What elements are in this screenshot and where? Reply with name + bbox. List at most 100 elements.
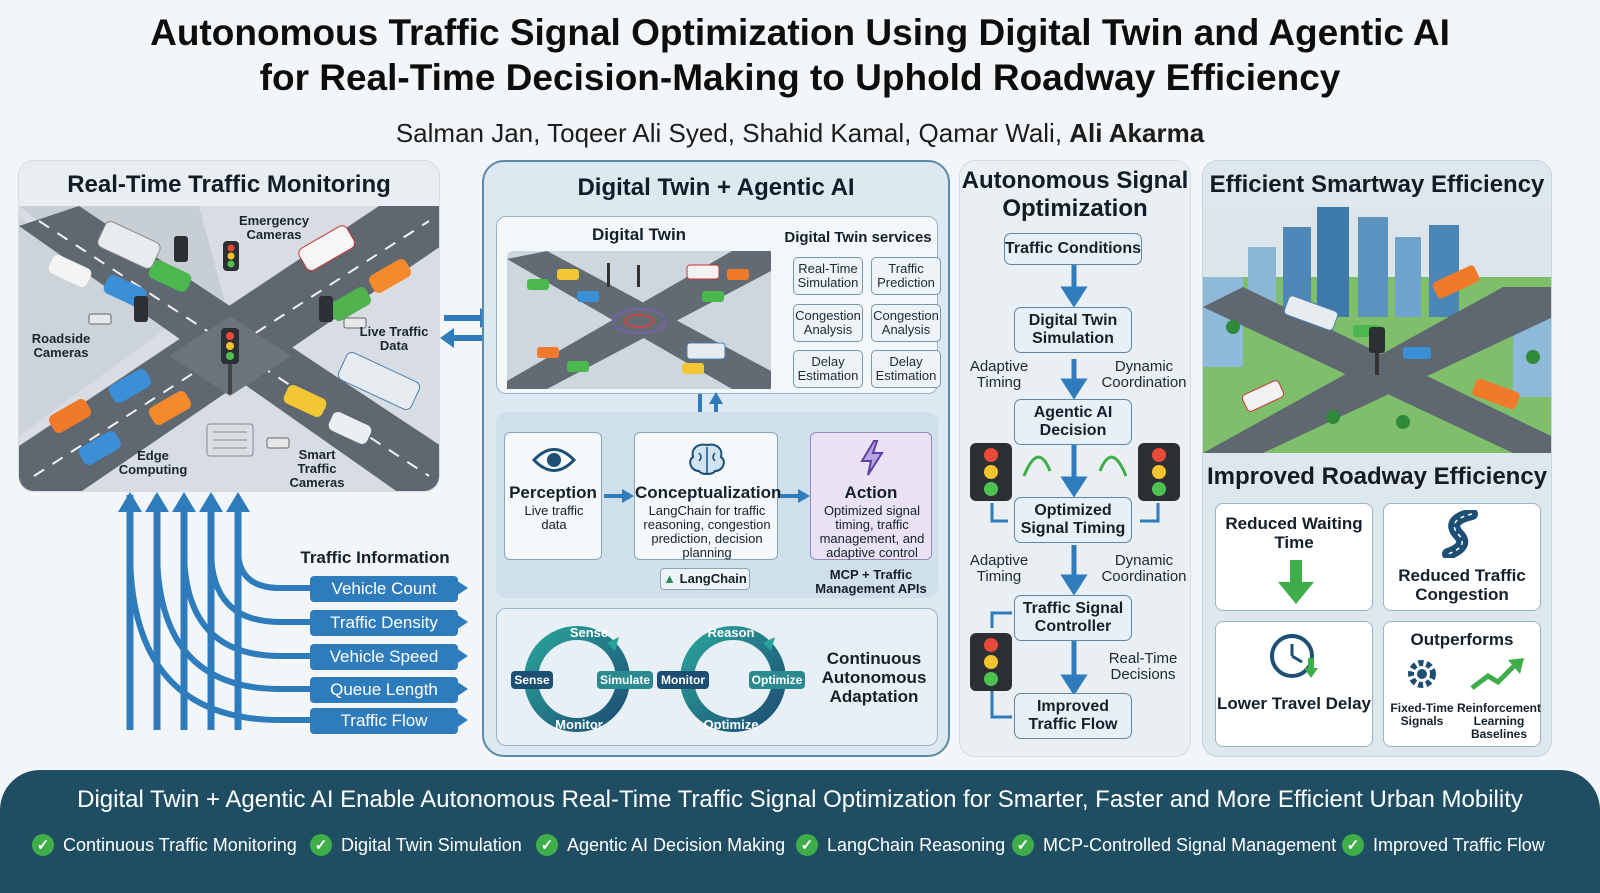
step-improved-traffic-flow: Improved Traffic Flow bbox=[1014, 693, 1132, 739]
banner-check-item: ✓Agentic AI Decision Making bbox=[536, 832, 785, 858]
step-optimized-signal-timing: Optimized Signal Timing bbox=[1014, 497, 1132, 543]
perception-title: Perception bbox=[509, 483, 597, 502]
title-line-1: Autonomous Traffic Signal Optimization U… bbox=[150, 12, 1450, 53]
step-agentic-ai-decision: Agentic AI Decision bbox=[1014, 399, 1132, 445]
langchain-badge: ▲ LangChain bbox=[660, 568, 750, 590]
gear-icon bbox=[1408, 660, 1436, 688]
arrow-right-icon bbox=[780, 489, 810, 503]
intersection-illustration bbox=[19, 206, 439, 491]
banner-check-item: ✓Digital Twin Simulation bbox=[310, 832, 522, 858]
step-traffic-conditions: Traffic Conditions bbox=[1004, 233, 1142, 265]
card-lower-delay-label: Lower Travel Delay bbox=[1216, 694, 1372, 713]
adaptation-box: Sense Sense Simulate Monitor Reason Moni… bbox=[496, 608, 938, 746]
conceptualization-title: Conceptualization bbox=[635, 483, 782, 502]
digital-twin-label: Digital Twin bbox=[591, 225, 687, 244]
card-reduced-waiting-label: Reduced Waiting Time bbox=[1225, 514, 1363, 552]
parrot-icon: ▲ bbox=[663, 571, 677, 586]
brain-icon bbox=[689, 443, 725, 475]
eye-icon bbox=[532, 448, 576, 472]
agent-loop-box: Perception Live traffic data Conceptuali… bbox=[496, 412, 938, 598]
fixed-time-label: Fixed-Time Signals bbox=[1390, 701, 1454, 728]
optimization-title: Autonomous Signal Optimization bbox=[961, 167, 1189, 222]
monitoring-panel: Real-Time Traffic Monitoring bbox=[18, 160, 440, 492]
label-adaptive-timing: Adaptive Timing bbox=[969, 358, 1029, 391]
trend-up-icon bbox=[1470, 658, 1524, 690]
card-reduced-waiting: Reduced Waiting Time bbox=[1215, 503, 1373, 611]
check-icon: ✓ bbox=[796, 834, 818, 856]
authors: Salman Jan, Toqeer Ali Syed, Shahid Kama… bbox=[395, 118, 1205, 148]
banner-headline: Digital Twin + Agentic AI Enable Autonom… bbox=[77, 786, 1523, 813]
service-item: Congestion Analysis bbox=[871, 304, 941, 342]
digital-twin-box: Digital Twin Digital Twin services Real-… bbox=[496, 216, 941, 394]
traffic-info-item: Vehicle Count bbox=[310, 576, 458, 602]
rl-baselines-label: Reinforcement Learning Baselines bbox=[1456, 701, 1542, 741]
cycle2-right: Optimize bbox=[749, 671, 805, 689]
label-live-traffic-data: Live Traffic Data bbox=[359, 324, 429, 353]
efficiency-panel: Efficient Smartway Efficiency Improved R… bbox=[1202, 160, 1552, 757]
card-reduced-congestion-label: Reduced Traffic Congestion bbox=[1398, 566, 1526, 604]
label-dynamic-coordination: Dynamic Coordination bbox=[1101, 552, 1187, 585]
label-edge-computing: Edge Computing bbox=[118, 448, 188, 477]
service-item: Delay Estimation bbox=[793, 350, 863, 388]
cycle1-right: Simulate bbox=[597, 671, 653, 689]
cycle2-bottom: Optimize bbox=[703, 717, 759, 732]
dt-title: Digital Twin + Agentic AI bbox=[577, 174, 855, 201]
label-dynamic-coordination: Dynamic Coordination bbox=[1101, 358, 1187, 391]
banner-check-item: ✓Continuous Traffic Monitoring bbox=[32, 832, 297, 858]
monitoring-title: Real-Time Traffic Monitoring bbox=[67, 171, 391, 198]
optimization-panel: Autonomous Signal Optimization Traffic C… bbox=[959, 160, 1191, 757]
optimization-flow-arrows bbox=[970, 265, 1180, 719]
check-icon: ✓ bbox=[536, 834, 558, 856]
traffic-info-arrows bbox=[118, 492, 468, 732]
cycle2-top: Reason bbox=[707, 625, 755, 640]
perception-desc: Live traffic data bbox=[524, 503, 584, 532]
conceptualization-card: Conceptualization LangChain for traffic … bbox=[634, 432, 782, 560]
services-title: Digital Twin services bbox=[784, 229, 932, 246]
efficiency-title: Efficient Smartway Efficiency bbox=[1209, 171, 1545, 198]
clock-icon bbox=[1270, 634, 1318, 678]
traffic-info-item: Traffic Flow bbox=[310, 708, 458, 734]
label-roadside-cameras: Roadside Cameras bbox=[31, 331, 91, 360]
label-real-time-decisions: Real-Time Decisions bbox=[1108, 650, 1178, 683]
digital-twin-map bbox=[507, 251, 771, 389]
banner-check-item: ✓Improved Traffic Flow bbox=[1342, 832, 1545, 858]
continuous-adaptation-label: Continuous Autonomous Adaptation bbox=[821, 649, 927, 706]
perception-card: Perception Live traffic data bbox=[504, 432, 602, 560]
conceptualization-desc: LangChain for traffic reasoning, congest… bbox=[643, 503, 771, 560]
check-icon: ✓ bbox=[32, 834, 54, 856]
card-reduced-congestion: Reduced Traffic Congestion bbox=[1383, 503, 1541, 611]
traffic-info-item: Queue Length bbox=[310, 677, 458, 703]
cycle2-left: Monitor bbox=[657, 671, 709, 689]
label-smart-traffic-cameras: Smart Traffic Cameras bbox=[289, 447, 345, 490]
cycle1-top: Sense bbox=[569, 625, 609, 640]
bottom-banner bbox=[0, 770, 1600, 893]
traffic-info-title: Traffic Information bbox=[300, 548, 450, 567]
card-outperforms-label: Outperforms bbox=[1410, 630, 1514, 649]
check-icon: ✓ bbox=[1342, 834, 1364, 856]
card-lower-delay: Lower Travel Delay bbox=[1215, 621, 1373, 747]
step-traffic-signal-controller: Traffic Signal Controller bbox=[1014, 595, 1132, 641]
banner-check-item: ✓LangChain Reasoning bbox=[796, 832, 1005, 858]
card-outperforms: Outperforms Fixed-Time Signals Reinforce… bbox=[1383, 621, 1541, 747]
label-emergency-cameras: Emergency Cameras bbox=[238, 213, 310, 242]
banner-check-item: ✓MCP-Controlled Signal Management bbox=[1012, 832, 1336, 858]
lightning-icon bbox=[860, 440, 884, 476]
langchain-label: LangChain bbox=[679, 571, 747, 586]
arrow-down-icon bbox=[1278, 560, 1314, 604]
arrow-right-icon bbox=[604, 489, 634, 503]
action-card: Action Optimized signal timing, traffic … bbox=[810, 432, 932, 560]
step-digital-twin-simulation: Digital Twin Simulation bbox=[1014, 307, 1132, 353]
cycle1-bottom: Monitor bbox=[555, 717, 603, 732]
check-icon: ✓ bbox=[310, 834, 332, 856]
service-item: Traffic Prediction bbox=[871, 257, 941, 295]
mcp-label: MCP + Traffic Management APIs bbox=[815, 567, 927, 596]
dt-panel: Digital Twin + Agentic AI Digital Twin D… bbox=[482, 160, 950, 757]
action-title: Action bbox=[844, 483, 898, 502]
title-line-2: for Real-Time Decision-Making to Uphold … bbox=[259, 57, 1341, 98]
road-icon bbox=[1442, 510, 1478, 558]
traffic-info-item: Traffic Density bbox=[310, 610, 458, 636]
action-desc: Optimized signal timing, traffic managem… bbox=[819, 503, 925, 560]
service-item: Delay Estimation bbox=[871, 350, 941, 388]
service-item: Congestion Analysis bbox=[793, 304, 863, 342]
cycle1-left: Sense bbox=[511, 671, 553, 689]
